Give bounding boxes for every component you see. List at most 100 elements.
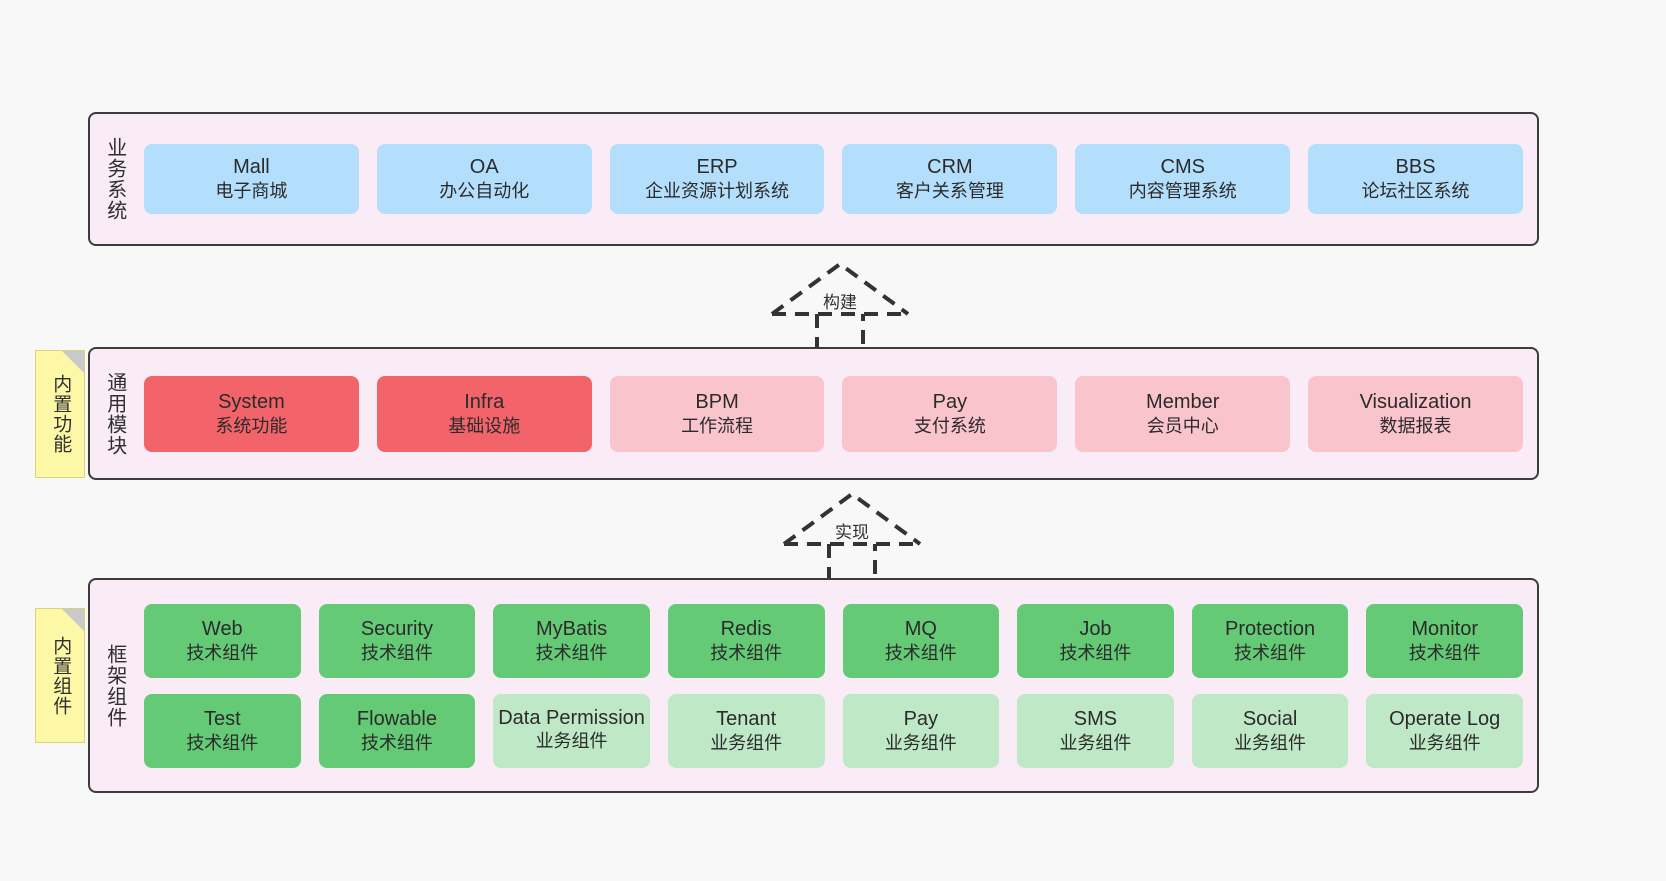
card-row-modules: System 系统功能 Infra 基础设施 BPM 工作流程 Pay 支付系统… [144,375,1523,452]
card-title-en: System [218,390,285,413]
layer-common-modules: 通用模块 System 系统功能 Infra 基础设施 BPM 工作流程 Pay… [88,347,1539,480]
card-title-en: MyBatis [536,617,608,640]
sticky-note-builtin-component: 内置组件 [35,608,85,743]
card-title-cn: 电子商城 [215,181,288,202]
card-title-en: Test [203,707,241,730]
card-title-en: CMS [1160,156,1205,179]
card-title-cn: 论坛社区系统 [1361,181,1470,202]
card-title-en: CRM [927,156,973,179]
card-protection[interactable]: Protection 技术组件 [1191,603,1349,678]
card-test[interactable]: Test 技术组件 [144,693,301,768]
card-title-cn: 技术组件 [360,642,433,663]
card-title-cn: 技术组件 [1408,642,1481,663]
card-title-cn: 技术组件 [884,642,957,663]
card-sms[interactable]: SMS 业务组件 [1017,693,1174,768]
card-title-cn: 技术组件 [1059,642,1132,663]
card-title-cn: 技术组件 [186,732,259,753]
card-title-en: Visualization [1359,390,1472,413]
card-title-cn: 技术组件 [360,732,433,753]
card-redis[interactable]: Redis 技术组件 [667,603,825,678]
card-title-en: BBS [1395,156,1436,179]
card-title-en: Protection [1225,617,1316,640]
card-oa[interactable]: OA 办公自动化 [376,144,592,214]
layer-title-framework-components: 框架组件 [103,643,126,728]
card-pay-component[interactable]: Pay 业务组件 [842,693,1000,768]
card-title-cn: 基础设施 [448,415,521,436]
card-title-cn: 企业资源计划系统 [645,181,790,202]
card-row-framework-tech: Web 技术组件 Security 技术组件 MyBatis 技术组件 Redi… [144,603,1523,678]
card-title-en: Security [360,617,434,640]
card-title-en: BPM [695,390,739,413]
card-title-cn: 业务组件 [710,732,783,753]
card-mybatis[interactable]: MyBatis 技术组件 [493,603,650,678]
card-title-cn: 业务组件 [1408,732,1481,753]
card-row-business: Mall 电子商城 OA 办公自动化 ERP 企业资源计划系统 CRM 客户关系… [144,144,1523,214]
card-member[interactable]: Member 会员中心 [1075,375,1291,452]
card-mall[interactable]: Mall 电子商城 [144,144,359,214]
card-title-en: Flowable [356,707,437,730]
card-social[interactable]: Social 业务组件 [1191,693,1349,768]
card-job[interactable]: Job 技术组件 [1017,603,1174,678]
layer-title-business-system: 业务系统 [103,137,126,221]
card-title-cn: 技术组件 [1234,642,1307,663]
card-bpm[interactable]: BPM 工作流程 [609,375,825,452]
arrow-realize: 实现 [772,488,932,584]
card-mq[interactable]: MQ 技术组件 [842,603,1000,678]
card-title-cn: 技术组件 [186,642,259,663]
card-title-cn: 技术组件 [710,642,783,663]
card-title-en: Operate Log [1389,707,1501,730]
folded-corner-icon [62,609,84,631]
card-title-en: Social [1242,707,1298,730]
sticky-note-label: 内置组件 [50,635,72,716]
folded-corner-icon [62,351,84,373]
card-web[interactable]: Web 技术组件 [144,603,301,678]
card-title-en: SMS [1073,707,1118,730]
card-title-en: Redis [720,617,772,640]
card-cms[interactable]: CMS 内容管理系统 [1075,144,1291,214]
card-title-cn: 数据报表 [1379,415,1452,436]
card-title-cn: 业务组件 [884,732,957,753]
layer-body-framework-components: Web 技术组件 Security 技术组件 MyBatis 技术组件 Redi… [138,580,1537,791]
card-title-en: Web [201,617,243,640]
card-system[interactable]: System 系统功能 [144,375,359,452]
dashed-generalization-arrow-icon [770,261,910,354]
layer-body-common-modules: System 系统功能 Infra 基础设施 BPM 工作流程 Pay 支付系统… [138,349,1537,478]
card-title-cn: 工作流程 [681,415,754,436]
card-security[interactable]: Security 技术组件 [318,603,476,678]
card-title-en: OA [469,156,499,179]
card-title-en: Infra [464,390,505,413]
card-title-en: Pay [932,390,968,413]
card-data-permission[interactable]: Data Permission 业务组件 [493,693,650,768]
card-title-en: Mall [233,156,270,179]
card-title-en: Job [1079,617,1112,640]
sticky-note-builtin-function: 内置功能 [35,350,85,478]
card-infra[interactable]: Infra 基础设施 [376,375,592,452]
card-visualization[interactable]: Visualization 数据报表 [1308,375,1523,452]
layer-title-common-modules: 通用模块 [103,371,126,456]
card-title-cn: 办公自动化 [439,181,530,202]
sticky-note-label: 内置功能 [50,374,72,454]
card-title-en: MQ [904,617,937,640]
card-erp[interactable]: ERP 企业资源计划系统 [609,144,825,214]
card-title-en: Data Permission [498,707,645,730]
card-tenant[interactable]: Tenant 业务组件 [667,693,825,768]
card-operate-log[interactable]: Operate Log 业务组件 [1366,693,1523,768]
card-title-cn: 客户关系管理 [895,181,1004,202]
layer-framework-components: 框架组件 Web 技术组件 Security 技术组件 MyBatis 技术组件… [88,578,1539,793]
card-monitor[interactable]: Monitor 技术组件 [1366,603,1523,678]
card-title-cn: 会员中心 [1146,415,1219,436]
card-title-cn: 内容管理系统 [1128,181,1237,202]
card-title-en: Pay [903,707,939,730]
card-title-cn: 支付系统 [913,415,986,436]
dashed-generalization-arrow-icon [782,491,922,584]
card-pay-module[interactable]: Pay 支付系统 [842,375,1058,452]
card-title-en: ERP [696,156,738,179]
card-flowable[interactable]: Flowable 技术组件 [318,693,476,768]
card-title-cn: 业务组件 [1234,732,1307,753]
layer-business-system: 业务系统 Mall 电子商城 OA 办公自动化 ERP 企业资源计划系统 CRM… [88,112,1539,246]
card-row-framework-business: Test 技术组件 Flowable 技术组件 Data Permission … [144,693,1523,768]
card-crm[interactable]: CRM 客户关系管理 [842,144,1058,214]
card-bbs[interactable]: BBS 论坛社区系统 [1308,144,1523,214]
card-title-en: Member [1146,390,1220,413]
